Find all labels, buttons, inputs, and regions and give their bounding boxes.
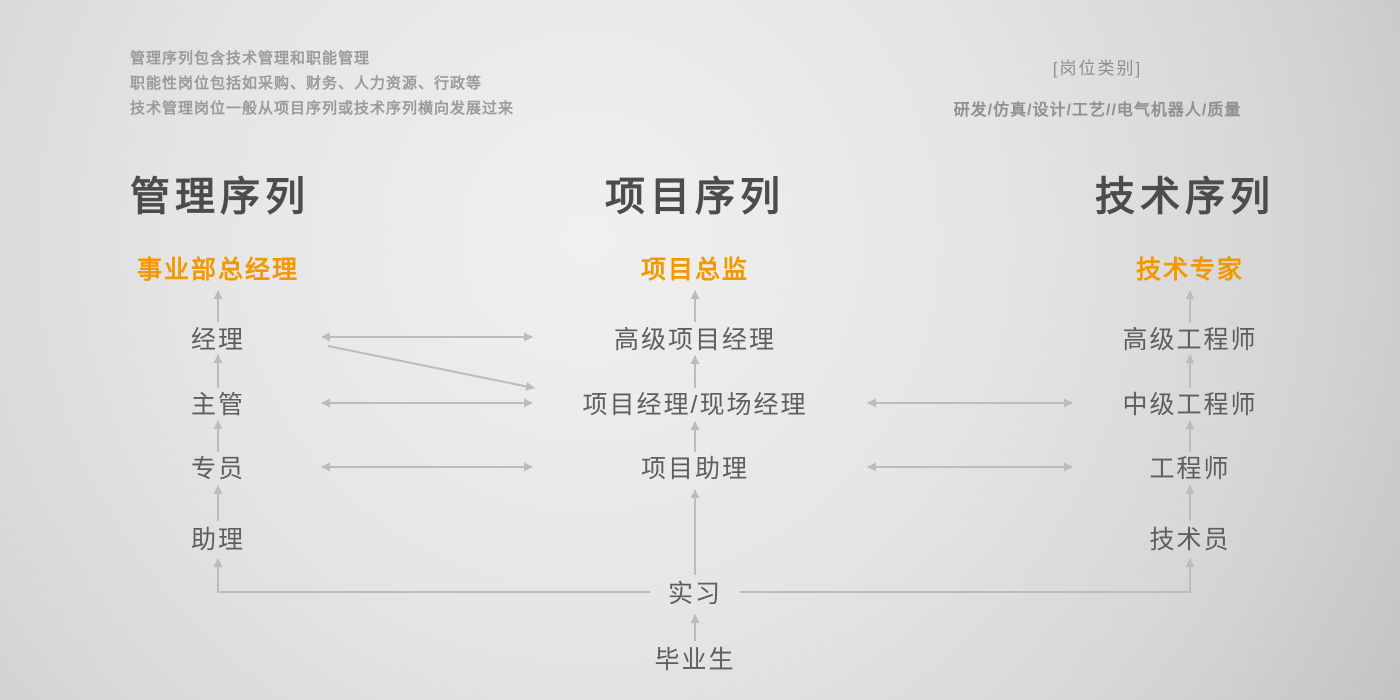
- elbow-intern-to-technician: [740, 558, 1195, 593]
- arrow-diagonal-manager-to-project-manager: [327, 345, 535, 391]
- job-categories-title: [岗位类别]: [1052, 59, 1143, 78]
- node-assistant: 助理: [190, 526, 246, 554]
- node-project-director: 项目总监: [640, 256, 750, 284]
- job-categories-block: [岗位类别] 研发/仿真/设计/工艺//电气机器人/质量: [925, 54, 1270, 120]
- node-project-manager-site-manager: 项目经理/现场经理: [582, 391, 808, 419]
- node-technical-expert: 技术专家: [1135, 256, 1245, 284]
- node-manager: 经理: [190, 326, 246, 354]
- header-management-sequence: 管理序列: [130, 175, 310, 219]
- note-line-1: 管理序列包含技术管理和职能管理: [130, 50, 371, 67]
- node-intern: 实习: [667, 580, 723, 608]
- header-project-sequence: 项目序列: [605, 175, 785, 219]
- node-bu-general-manager: 事业部总经理: [136, 256, 300, 284]
- node-senior-project-manager: 高级项目经理: [613, 326, 777, 354]
- node-senior-engineer: 高级工程师: [1122, 326, 1258, 354]
- node-specialist: 专员: [190, 455, 246, 483]
- node-technician: 技术员: [1149, 526, 1231, 554]
- header-technical-sequence: 技术序列: [1095, 175, 1275, 219]
- node-project-assistant: 项目助理: [640, 455, 750, 483]
- job-categories-items: 研发/仿真/设计/工艺//电气机器人/质量: [953, 102, 1242, 119]
- node-intermediate-engineer: 中级工程师: [1122, 391, 1258, 419]
- elbow-intern-to-assistant: [213, 558, 650, 593]
- note-line-2: 职能性岗位包括如采购、财务、人力资源、行政等: [130, 75, 483, 92]
- notes-block: 管理序列包含技术管理和职能管理 职能性岗位包括如采购、财务、人力资源、行政等 技…: [130, 46, 514, 121]
- node-supervisor: 主管: [190, 391, 246, 419]
- node-engineer: 工程师: [1149, 455, 1231, 483]
- node-graduate: 毕业生: [654, 646, 736, 674]
- note-line-3: 技术管理岗位一般从项目序列或技术序列横向发展过来: [130, 100, 515, 117]
